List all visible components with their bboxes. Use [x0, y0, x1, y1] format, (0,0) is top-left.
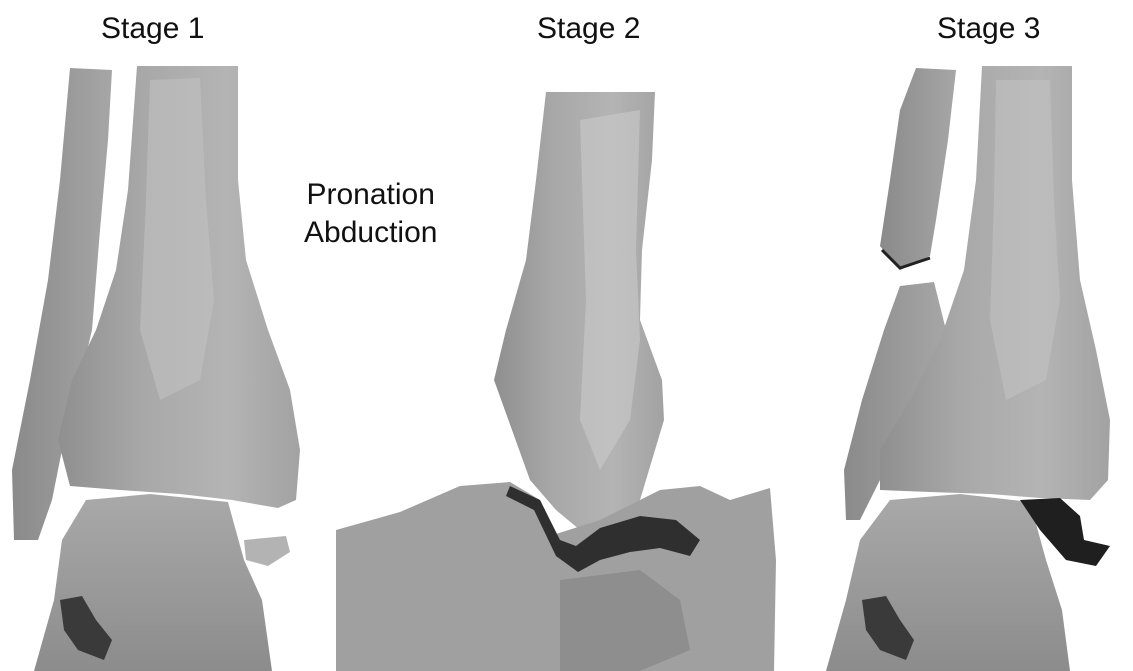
stage-1-ankle	[12, 66, 300, 671]
stage-3-talus	[826, 494, 1070, 671]
stage-3-ankle	[826, 66, 1110, 671]
stage-3-fibula-upper	[880, 68, 956, 270]
stage-3-tibia-shading	[990, 80, 1060, 400]
stage-1-small-fragment	[244, 536, 290, 566]
stage-2-foot	[336, 482, 776, 671]
stage-2-ankle	[336, 92, 776, 671]
stage-1-talus	[34, 494, 272, 671]
